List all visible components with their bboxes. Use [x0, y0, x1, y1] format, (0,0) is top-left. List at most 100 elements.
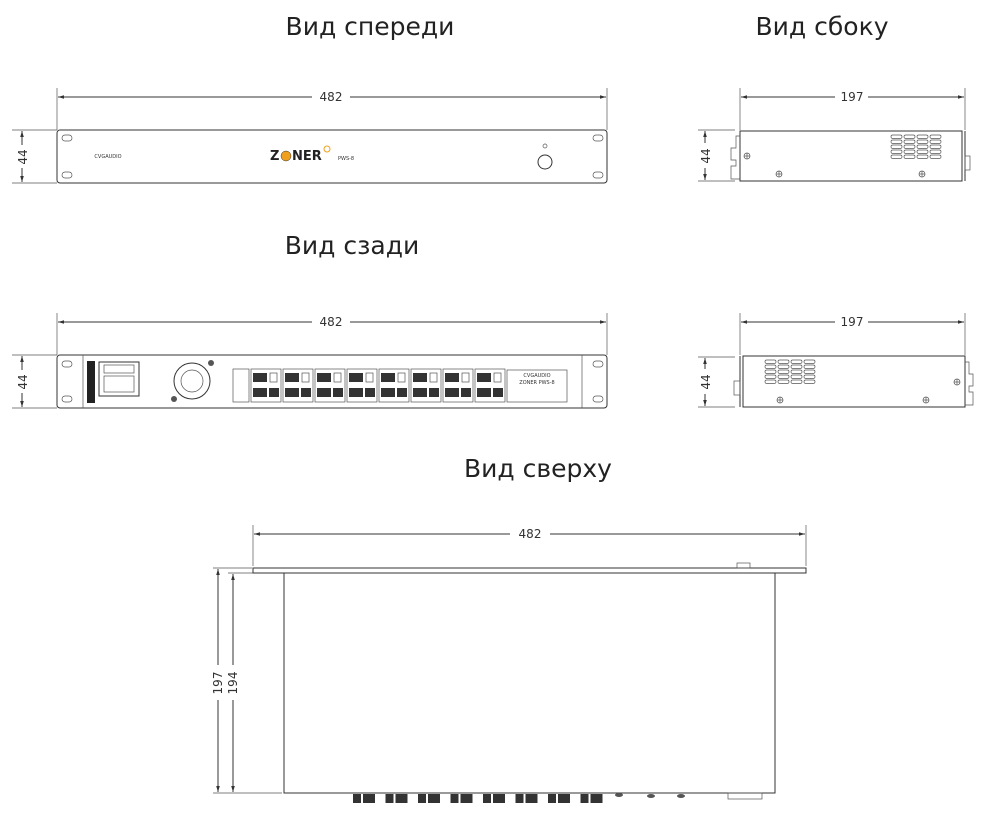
- switch-icon: [429, 372, 438, 383]
- audio-in-connector: [413, 373, 427, 382]
- power-out-connector: [333, 388, 343, 397]
- switch-icon: [301, 372, 310, 383]
- power-out-connector: [269, 388, 279, 397]
- fan-grille: [173, 362, 211, 400]
- svg-text:NER: NER: [292, 149, 322, 164]
- vent-slot: [764, 369, 777, 374]
- connector: [548, 794, 556, 803]
- rear-width-dimension: 482: [320, 315, 343, 329]
- port-group: [282, 368, 314, 403]
- vent-slot: [790, 379, 803, 384]
- vent-slot: [777, 379, 790, 384]
- title-rear-view: Вид сзади: [285, 231, 420, 260]
- vent-slot: [777, 369, 790, 374]
- connector: [580, 794, 589, 803]
- top-width-dimension: 482: [519, 527, 542, 541]
- vent-slot: [890, 149, 903, 154]
- vent-slot: [790, 359, 803, 364]
- brand-label: CVGAUDIO: [94, 154, 121, 160]
- vent-slot: [890, 154, 903, 159]
- connector: [460, 794, 473, 803]
- switch-icon: [461, 372, 470, 383]
- vent-slot: [803, 374, 816, 379]
- vent-slot: [916, 144, 929, 149]
- vent-slot: [890, 144, 903, 149]
- switch-icon: [493, 372, 502, 383]
- front-height-dimension: 44: [16, 149, 30, 164]
- power-out-connector: [493, 388, 503, 397]
- power-out-connector: [365, 388, 375, 397]
- port-group: [378, 368, 410, 403]
- power-out-connector: [461, 388, 471, 397]
- model-label: PWS-8: [338, 156, 354, 162]
- vent-slot: [916, 149, 929, 154]
- screw-head: [615, 793, 623, 797]
- audio-in-connector: [349, 373, 363, 382]
- vent-slot: [777, 364, 790, 369]
- vent-slot: [803, 379, 816, 384]
- vent-slot: [803, 359, 816, 364]
- audio-in-connector: [285, 373, 299, 382]
- port-group: [346, 368, 378, 403]
- port-group: [474, 368, 506, 403]
- rear-view: 482 44 CVGAUDIO ZONER PWS-8: [12, 313, 608, 409]
- vent-slot: [803, 369, 816, 374]
- power-inlet: [98, 361, 140, 397]
- power-button: [537, 154, 553, 170]
- vent-slot: [890, 134, 903, 139]
- vent-slot: [929, 144, 942, 149]
- audio-in-connector: [381, 373, 395, 382]
- svg-text:Z: Z: [270, 149, 279, 164]
- screw-head: [647, 794, 655, 798]
- connector: [515, 794, 524, 803]
- front-width-dimension: 482: [320, 90, 343, 104]
- vent-slot: [764, 364, 777, 369]
- connector: [428, 794, 440, 803]
- vent-slot: [890, 139, 903, 144]
- power-out-connector: [429, 388, 439, 397]
- vent-slot: [903, 144, 916, 149]
- vent-slot: [903, 139, 916, 144]
- audio-in-connector: [253, 373, 267, 382]
- audio-out-connector: [477, 388, 491, 397]
- vent-slot: [916, 154, 929, 159]
- connector: [558, 794, 570, 803]
- screw-head: [677, 794, 685, 798]
- switch-icon: [397, 372, 406, 383]
- top-depth-dimension: 197: [211, 672, 225, 695]
- vent-slot: [803, 364, 816, 369]
- audio-out-connector: [253, 388, 267, 397]
- port-group: [442, 368, 474, 403]
- side2-depth-dimension: 197: [841, 315, 864, 329]
- vent-slot: [903, 154, 916, 159]
- connector: [493, 794, 505, 803]
- port-group: [250, 368, 282, 403]
- connector: [353, 794, 361, 803]
- side-view-1: 197 44: [698, 88, 971, 182]
- title-top-view: Вид сверху: [464, 454, 612, 483]
- vent-slot: [764, 379, 777, 384]
- vent-slot: [790, 364, 803, 369]
- title-front-view: Вид спереди: [286, 12, 455, 41]
- connector: [385, 794, 394, 803]
- side-view-2: 197 44: [698, 313, 974, 408]
- front-view: 482 44 CVGAUDIO Z NER PWS-8: [12, 88, 608, 184]
- vent-slot: [916, 139, 929, 144]
- connector: [483, 794, 491, 803]
- audio-out-connector: [413, 388, 427, 397]
- connector: [525, 794, 538, 803]
- switch-icon: [365, 372, 374, 383]
- vent-slot: [903, 149, 916, 154]
- vent-slot: [790, 369, 803, 374]
- vent-slot: [929, 139, 942, 144]
- audio-out-connector: [381, 388, 395, 397]
- connector: [450, 794, 459, 803]
- port-group: [410, 368, 442, 403]
- vent-slot: [764, 359, 777, 364]
- vent-slot: [764, 374, 777, 379]
- switch-block: [232, 368, 250, 403]
- rear-model-label: ZONER PWS-8: [519, 380, 554, 386]
- vent-slot: [790, 374, 803, 379]
- connector: [395, 794, 408, 803]
